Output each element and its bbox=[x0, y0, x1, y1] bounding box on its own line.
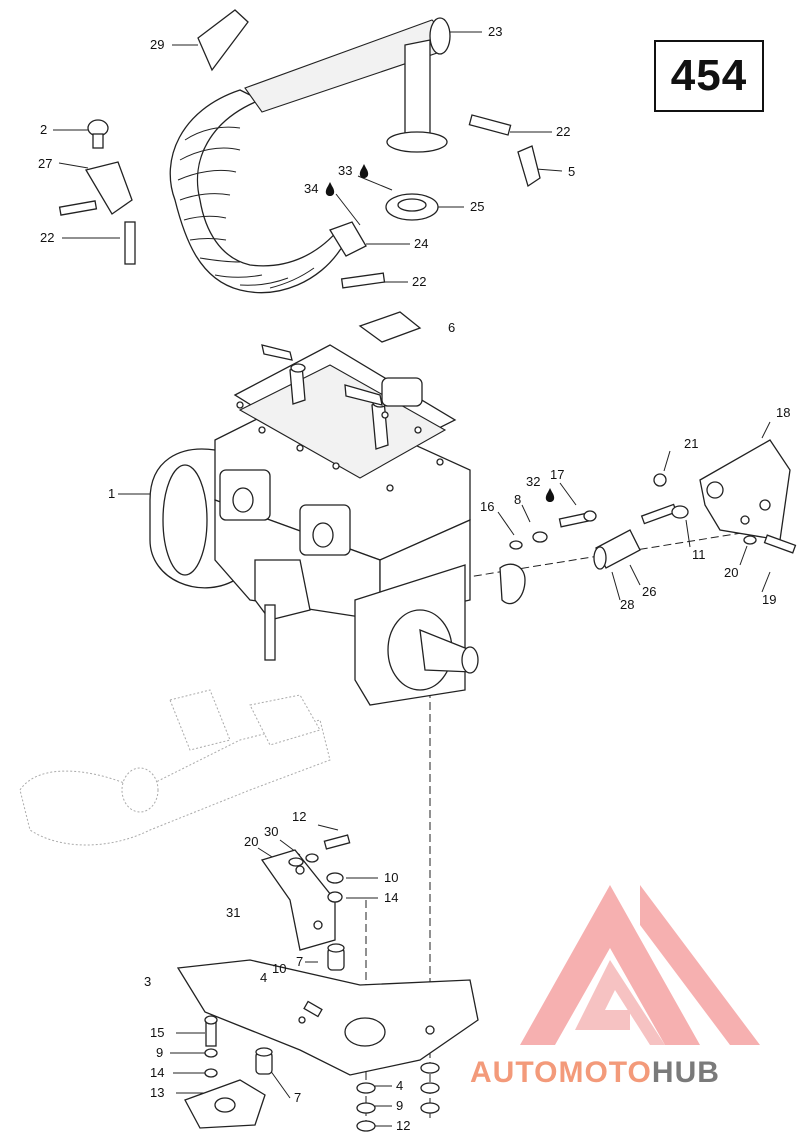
callout-2: 2 bbox=[40, 122, 48, 137]
page-number-box: 454 bbox=[654, 40, 764, 112]
callout-10-upper: 10 bbox=[384, 870, 399, 885]
tuned-pipe bbox=[169, 17, 451, 294]
callout-30: 30 bbox=[264, 824, 279, 839]
callout-34: 34 bbox=[304, 181, 319, 196]
callout-4-upper: 4 bbox=[260, 970, 268, 985]
part-29-clamp bbox=[197, 9, 249, 72]
callout-24: 24 bbox=[414, 236, 429, 251]
callout-17: 17 bbox=[550, 467, 565, 482]
spring-parts bbox=[124, 114, 512, 289]
callout-18: 18 bbox=[776, 405, 791, 420]
callout-7-lower: 7 bbox=[294, 1090, 302, 1105]
callout-13: 13 bbox=[150, 1085, 165, 1100]
callout-25: 25 bbox=[470, 199, 485, 214]
watermark-text-primary: AUTOMOTOHUB bbox=[470, 1056, 720, 1090]
callout-15: 15 bbox=[150, 1025, 165, 1040]
callout-12-upper: 12 bbox=[292, 809, 307, 824]
callout-10-lower: 10 bbox=[272, 961, 287, 976]
callout-29: 29 bbox=[150, 37, 165, 52]
engine-block bbox=[149, 344, 479, 706]
callout-22-left: 22 bbox=[40, 230, 55, 245]
drop-icon bbox=[325, 164, 555, 502]
callout-20-lower: 20 bbox=[244, 834, 259, 849]
callout-9-lower: 9 bbox=[396, 1098, 404, 1113]
callout-6: 6 bbox=[448, 320, 456, 335]
callout-7-upper: 7 bbox=[296, 954, 304, 969]
callout-26: 26 bbox=[642, 584, 657, 599]
callout-22-lower: 22 bbox=[412, 274, 427, 289]
part-2-27-bracket bbox=[58, 119, 133, 216]
callout-5: 5 bbox=[568, 164, 576, 179]
lower-mount-assembly bbox=[176, 834, 479, 1132]
callout-23: 23 bbox=[488, 24, 503, 39]
watermark-logo-icon bbox=[520, 885, 760, 1045]
watermark-part1: AUTOMOTO bbox=[470, 1056, 652, 1089]
callout-19: 19 bbox=[762, 592, 777, 607]
callout-14-upper: 14 bbox=[384, 890, 399, 905]
callout-8: 8 bbox=[514, 492, 522, 507]
watermark-part2: HUB bbox=[651, 1056, 720, 1089]
callout-3: 3 bbox=[144, 974, 152, 989]
page-number: 454 bbox=[670, 51, 748, 100]
callout-9-left: 9 bbox=[156, 1045, 164, 1060]
mount-hardware-right bbox=[499, 439, 797, 605]
part-5-bracket bbox=[517, 145, 541, 188]
callout-16: 16 bbox=[480, 499, 495, 514]
callout-12-lower: 12 bbox=[396, 1118, 411, 1133]
callout-32: 32 bbox=[526, 474, 541, 489]
callout-4-lower: 4 bbox=[396, 1078, 404, 1093]
part-6-plate bbox=[358, 311, 422, 343]
part-25-ring bbox=[385, 193, 439, 221]
callout-1: 1 bbox=[108, 486, 116, 501]
callout-11: 11 bbox=[692, 547, 706, 562]
callout-22-upper: 22 bbox=[556, 124, 571, 139]
reference-manifold-ghost bbox=[19, 689, 331, 846]
callout-27: 27 bbox=[38, 156, 53, 171]
callout-21: 21 bbox=[684, 436, 699, 451]
callout-14-lower: 14 bbox=[150, 1065, 165, 1080]
callout-31: 31 bbox=[226, 905, 241, 920]
callout-28: 28 bbox=[620, 597, 635, 612]
callout-20-right: 20 bbox=[724, 565, 739, 580]
callout-33: 33 bbox=[338, 163, 353, 178]
